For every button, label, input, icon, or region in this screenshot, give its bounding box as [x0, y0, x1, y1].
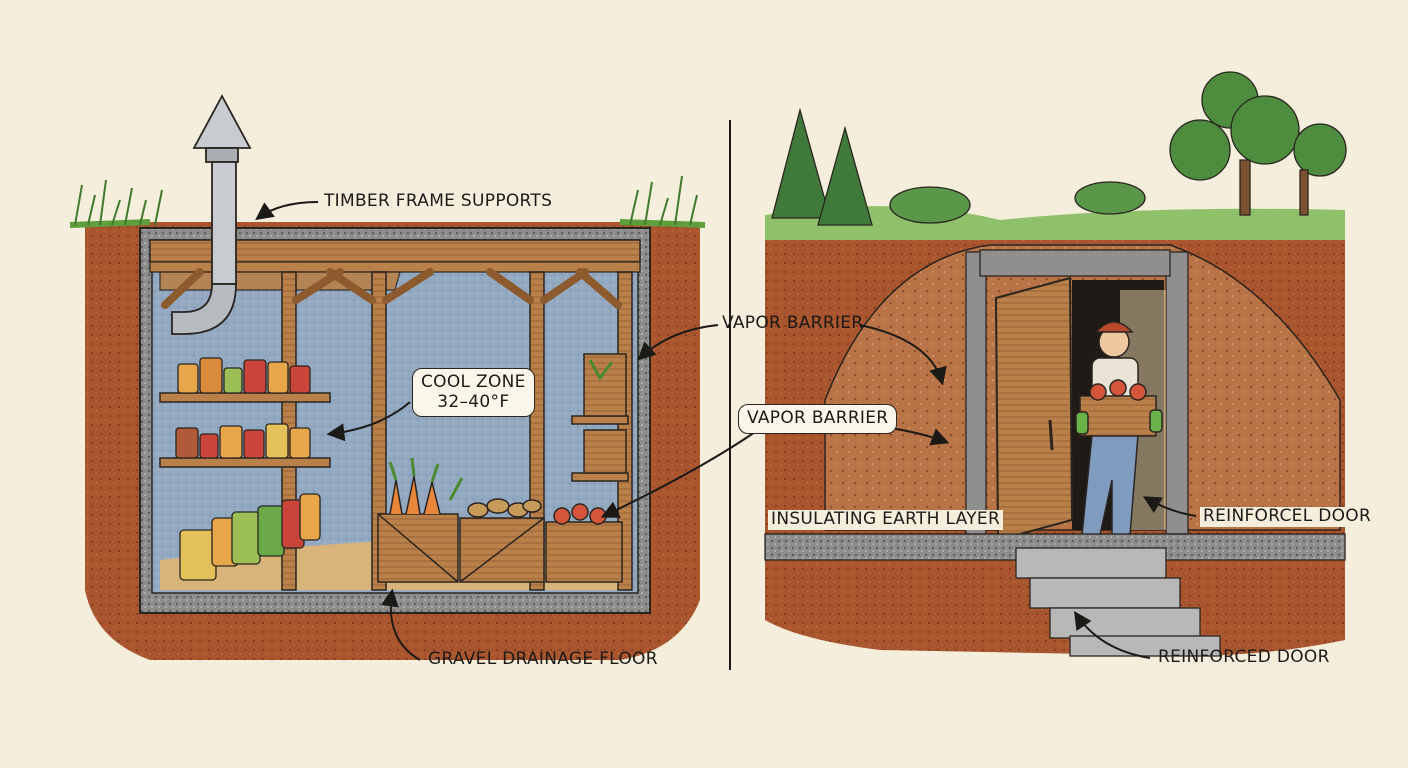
arrow-reinforced-door — [1074, 611, 1151, 659]
label-vapor-barrier-2: VAPOR BARRIER — [738, 404, 898, 434]
label-cool-zone-line2: 32–40°F — [437, 391, 510, 412]
arrow-reinforcel-door — [1142, 496, 1197, 517]
label-reinforced-door: REINFORCED DOOR — [1158, 647, 1330, 667]
arrow-gravel-floor — [381, 588, 421, 661]
arrow-vapor-barrier-right-1 — [859, 324, 947, 386]
produce-crates — [377, 353, 627, 583]
label-vapor-barrier-1: VAPOR BARRIER — [722, 313, 864, 333]
hillside-cellar — [764, 71, 1347, 657]
label-reinforcel-door: REINFORCEL DOOR — [1200, 506, 1375, 527]
wooden-door — [994, 276, 1074, 542]
label-insulating-earth-layer: INSULATING EARTH LAYER — [768, 509, 1004, 530]
callout-arrows — [255, 201, 1197, 661]
trees — [771, 71, 1347, 226]
arrow-cool-zone — [326, 401, 411, 442]
label-cool-zone: COOL ZONE 32–40°F — [412, 368, 535, 418]
vent-pipe — [171, 94, 252, 335]
arrow-vapor-barrier-left — [637, 324, 719, 361]
cellar-cross-section — [69, 94, 706, 660]
person-carrying-crate — [1075, 321, 1163, 536]
arrow-vapor-barrier-to-crate — [600, 429, 759, 518]
canning-jars — [175, 357, 321, 581]
label-gravel-drainage-floor: GRAVEL DRAINAGE FLOOR — [428, 649, 658, 669]
arrow-timber-frame — [255, 201, 319, 221]
label-cool-zone-line1: COOL ZONE — [421, 372, 526, 392]
label-timber-frame-supports: TIMBER FRAME SUPPORTS — [324, 191, 553, 211]
